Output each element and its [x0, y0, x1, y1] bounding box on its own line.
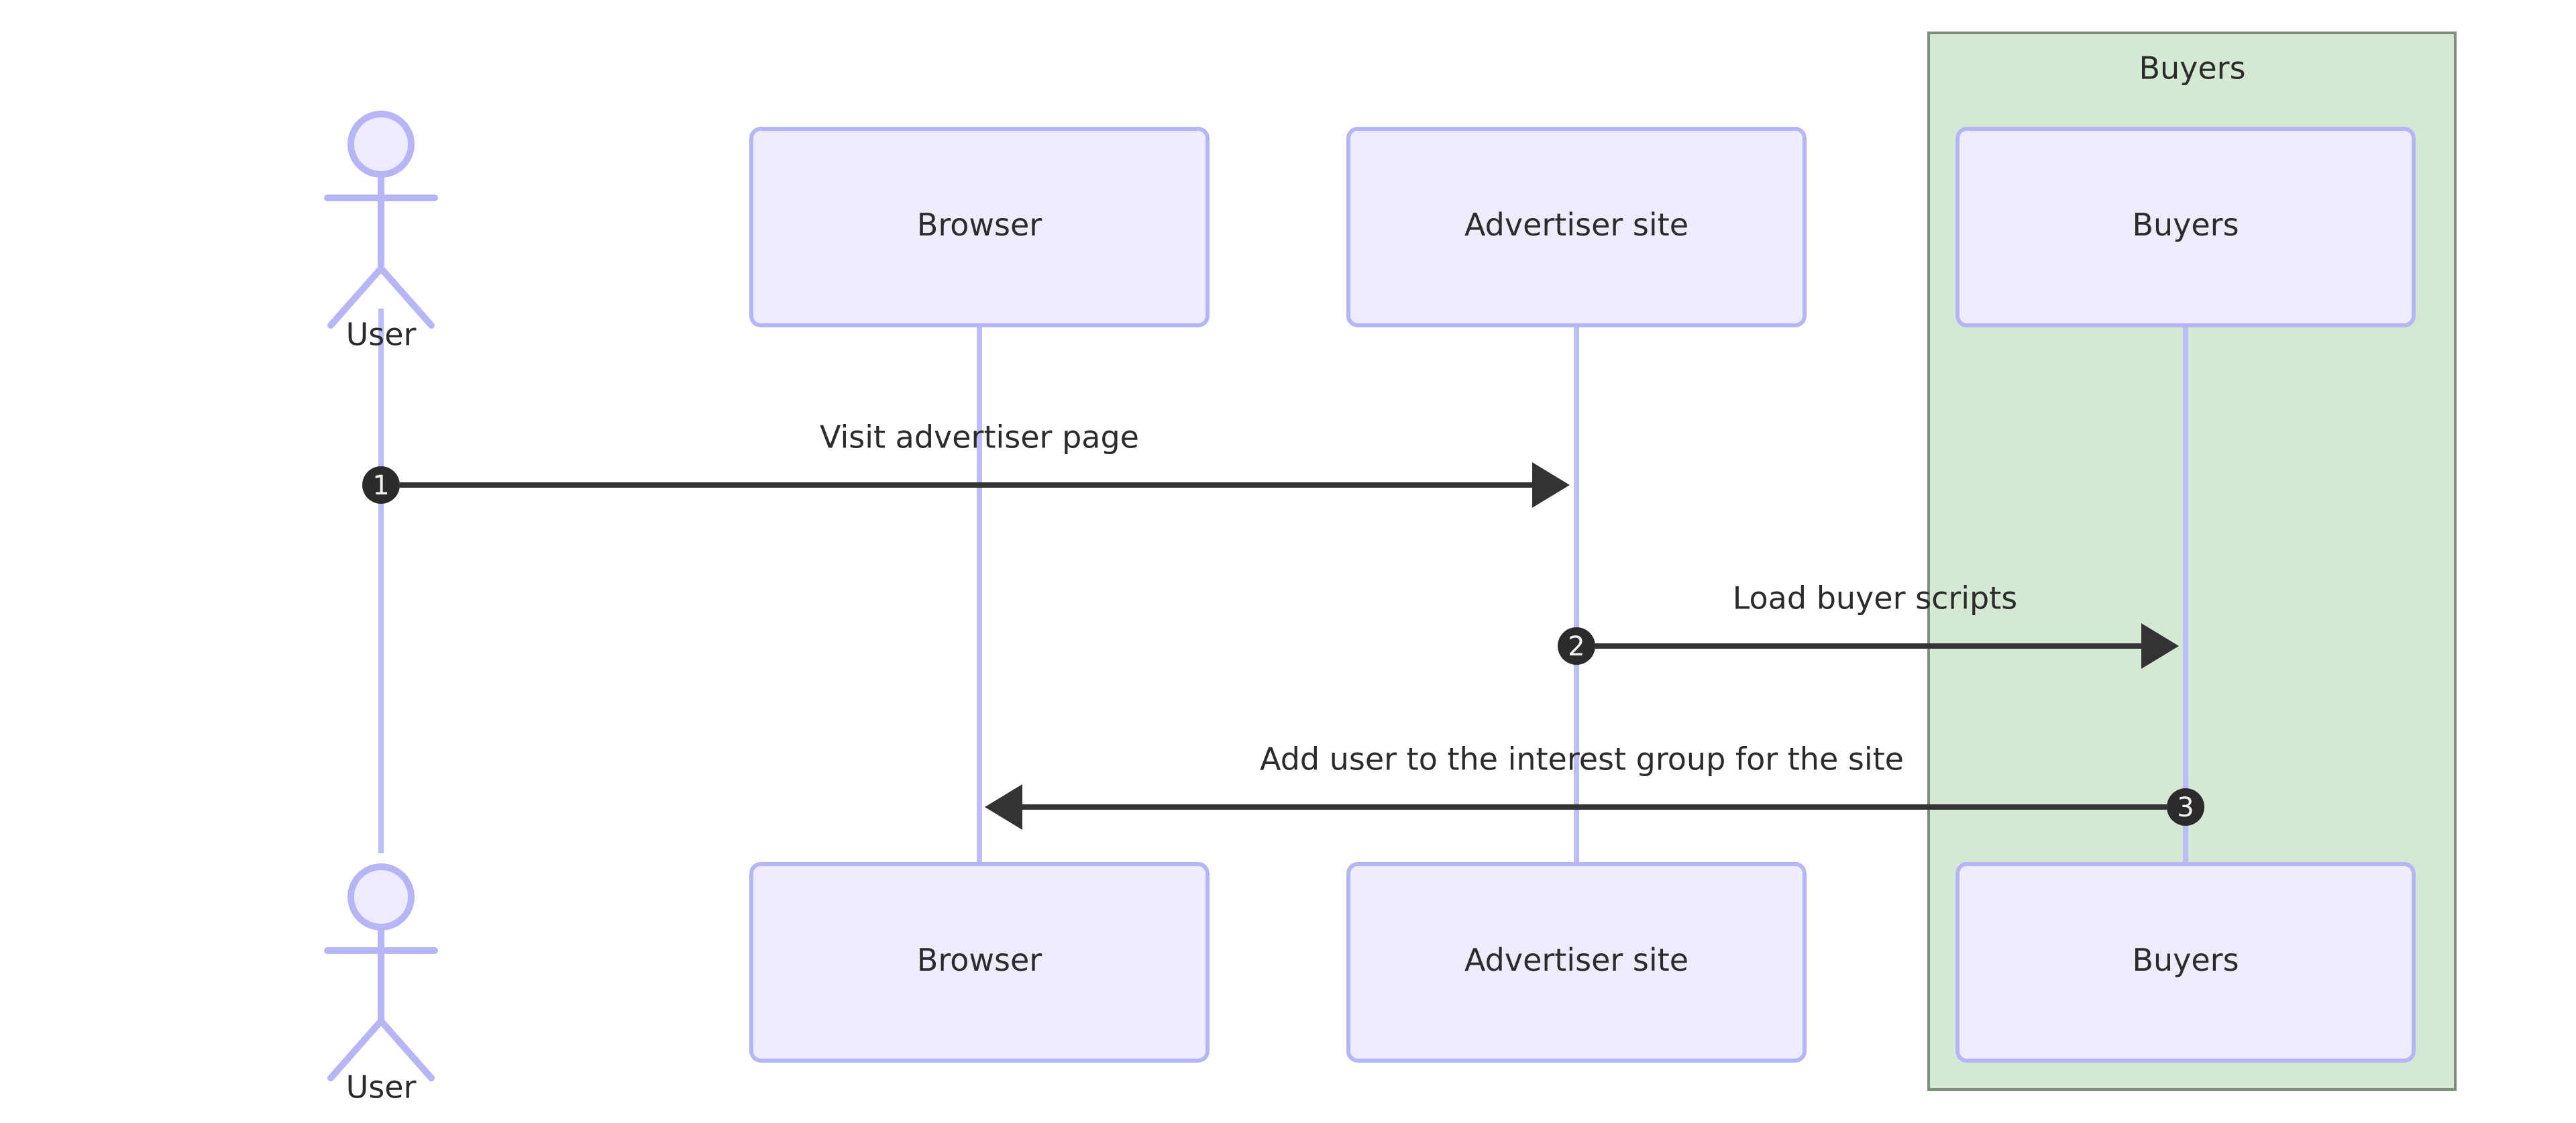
actor-leg-left-icon	[327, 265, 384, 329]
lifelines-layer	[378, 309, 2188, 864]
participant-box	[1346, 862, 1807, 1063]
actor-leg-left-icon	[327, 1018, 384, 1081]
message-1[interactable]: Visit advertiser page 1	[362, 419, 1570, 509]
group-title-label: Buyers	[2139, 50, 2245, 87]
participant-label: Buyers	[2132, 207, 2239, 243]
message-arrowhead-icon	[985, 784, 1022, 830]
message-arrowhead-icon	[2141, 623, 2179, 669]
actor-head-icon	[347, 111, 415, 178]
participant-label: Advertiser site	[1464, 207, 1688, 243]
sequence-badge-number: 2	[1568, 631, 1585, 662]
participant-box	[1955, 127, 2416, 327]
message-label: Add user to the interest group for the s…	[1260, 741, 1904, 778]
sequence-badge[interactable]: 3	[2167, 788, 2204, 826]
sequence-badge-number: 3	[2177, 792, 2194, 823]
participant-box	[1346, 127, 1807, 327]
participant-label: Advertiser site	[1464, 942, 1688, 978]
sequence-badge-number: 1	[372, 470, 389, 501]
actor-head-icon	[347, 863, 415, 930]
actor-user-bottom[interactable]: User	[324, 863, 438, 1106]
sequence-badge[interactable]: 2	[1558, 627, 1595, 665]
participant-label: Browser	[917, 942, 1042, 978]
actor-label: User	[346, 317, 417, 353]
sequence-badge-circle	[1558, 627, 1595, 665]
participant-browser-bottom[interactable]: Browser	[749, 862, 1210, 1063]
participant-advertiser-top[interactable]: Advertiser site	[1346, 127, 1807, 327]
sequence-badge-circle	[2167, 788, 2204, 826]
participant-box	[749, 127, 1210, 327]
sequence-badge-circle	[362, 466, 400, 504]
message-label: Load buyer scripts	[1733, 580, 2018, 617]
participant-box	[1955, 862, 2416, 1063]
actor-user-top[interactable]: User	[324, 111, 438, 353]
sequence-badge[interactable]: 1	[362, 466, 400, 504]
participant-browser-top[interactable]: Browser	[749, 127, 1210, 327]
participant-buyers-top[interactable]: Buyers	[1955, 127, 2416, 327]
participant-label: Buyers	[2132, 942, 2239, 978]
message-2[interactable]: Load buyer scripts 2	[1558, 580, 2179, 670]
participant-box	[749, 862, 1210, 1063]
participant-advertiser-bottom[interactable]: Advertiser site	[1346, 862, 1807, 1063]
message-arrowhead-icon	[1532, 462, 1570, 508]
participant-label: Browser	[917, 207, 1042, 243]
message-3[interactable]: Add user to the interest group for the s…	[985, 741, 2204, 831]
participant-buyers-bottom[interactable]: Buyers	[1955, 862, 2416, 1063]
actor-label: User	[346, 1069, 417, 1106]
actor-leg-right-icon	[378, 265, 435, 329]
message-label: Visit advertiser page	[820, 419, 1139, 456]
actor-leg-right-icon	[378, 1018, 435, 1081]
